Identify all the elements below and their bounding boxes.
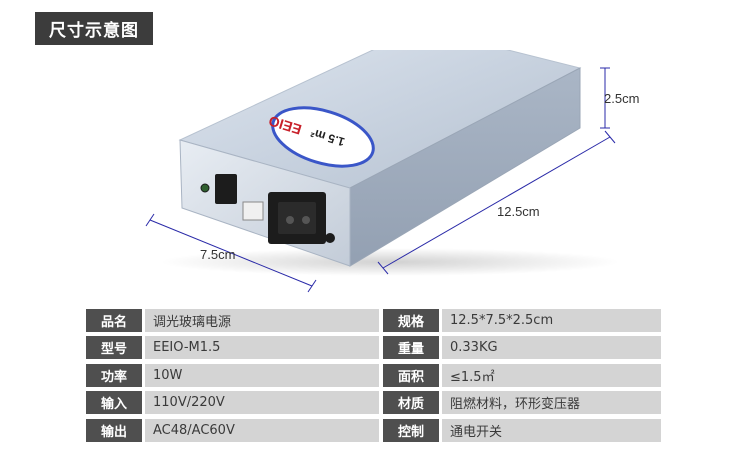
product-drawing: EEIO 1.5 m² (145, 27, 620, 293)
led-indicator (200, 183, 210, 193)
spec-row: 输出 AC48/AC60V 控制 通电开关 (86, 419, 661, 442)
spec-label: 规格 (383, 309, 439, 332)
spec-label: 输入 (86, 391, 142, 414)
spec-label: 控制 (383, 419, 439, 442)
length-dim-line (382, 136, 611, 269)
width-dim-line (149, 219, 313, 287)
brand-sticker: EEIO 1.5 m² (267, 106, 375, 168)
width-dimension-label: 7.5cm (200, 247, 236, 262)
spec-row: 功率 10W 面积 ≤1.5㎡ (86, 364, 661, 387)
length-dimension-label: 12.5cm (497, 204, 540, 219)
spec-value: AC48/AC60V (145, 419, 379, 442)
spec-row: 型号 EEIO-M1.5 重量 0.33KG (86, 336, 661, 359)
switch-port (242, 201, 264, 221)
spec-value: 0.33KG (442, 336, 661, 359)
spec-value: 10W (145, 364, 379, 387)
spec-label: 重量 (383, 336, 439, 359)
drop-shadow (160, 248, 620, 276)
spec-label: 功率 (86, 364, 142, 387)
spec-value: 通电开关 (442, 419, 661, 442)
screw-hole (325, 233, 335, 243)
spec-row: 品名 调光玻璃电源 规格 12.5*7.5*2.5cm (86, 309, 661, 332)
page-title: 尺寸示意图 (35, 12, 153, 45)
spec-value: 12.5*7.5*2.5cm (442, 309, 661, 332)
spec-value: 阻燃材料，环形变压器 (442, 391, 661, 414)
spec-value: 110V/220V (145, 391, 379, 414)
product-illustration: EEIO 1.5 m² 2.5cm 12.5cm 7.5cm (0, 27, 750, 300)
spec-row: 输入 110V/220V 材质 阻燃材料，环形变压器 (86, 391, 661, 414)
spec-label: 材质 (383, 391, 439, 414)
height-dimension-label: 2.5cm (604, 91, 640, 106)
spec-value: ≤1.5㎡ (442, 364, 661, 387)
spec-label: 输出 (86, 419, 142, 442)
spec-value: 调光玻璃电源 (145, 309, 379, 332)
dc-jack (215, 174, 237, 204)
spec-label: 品名 (86, 309, 142, 332)
spec-label: 面积 (383, 364, 439, 387)
spec-value: EEIO-M1.5 (145, 336, 379, 359)
spec-label: 型号 (86, 336, 142, 359)
